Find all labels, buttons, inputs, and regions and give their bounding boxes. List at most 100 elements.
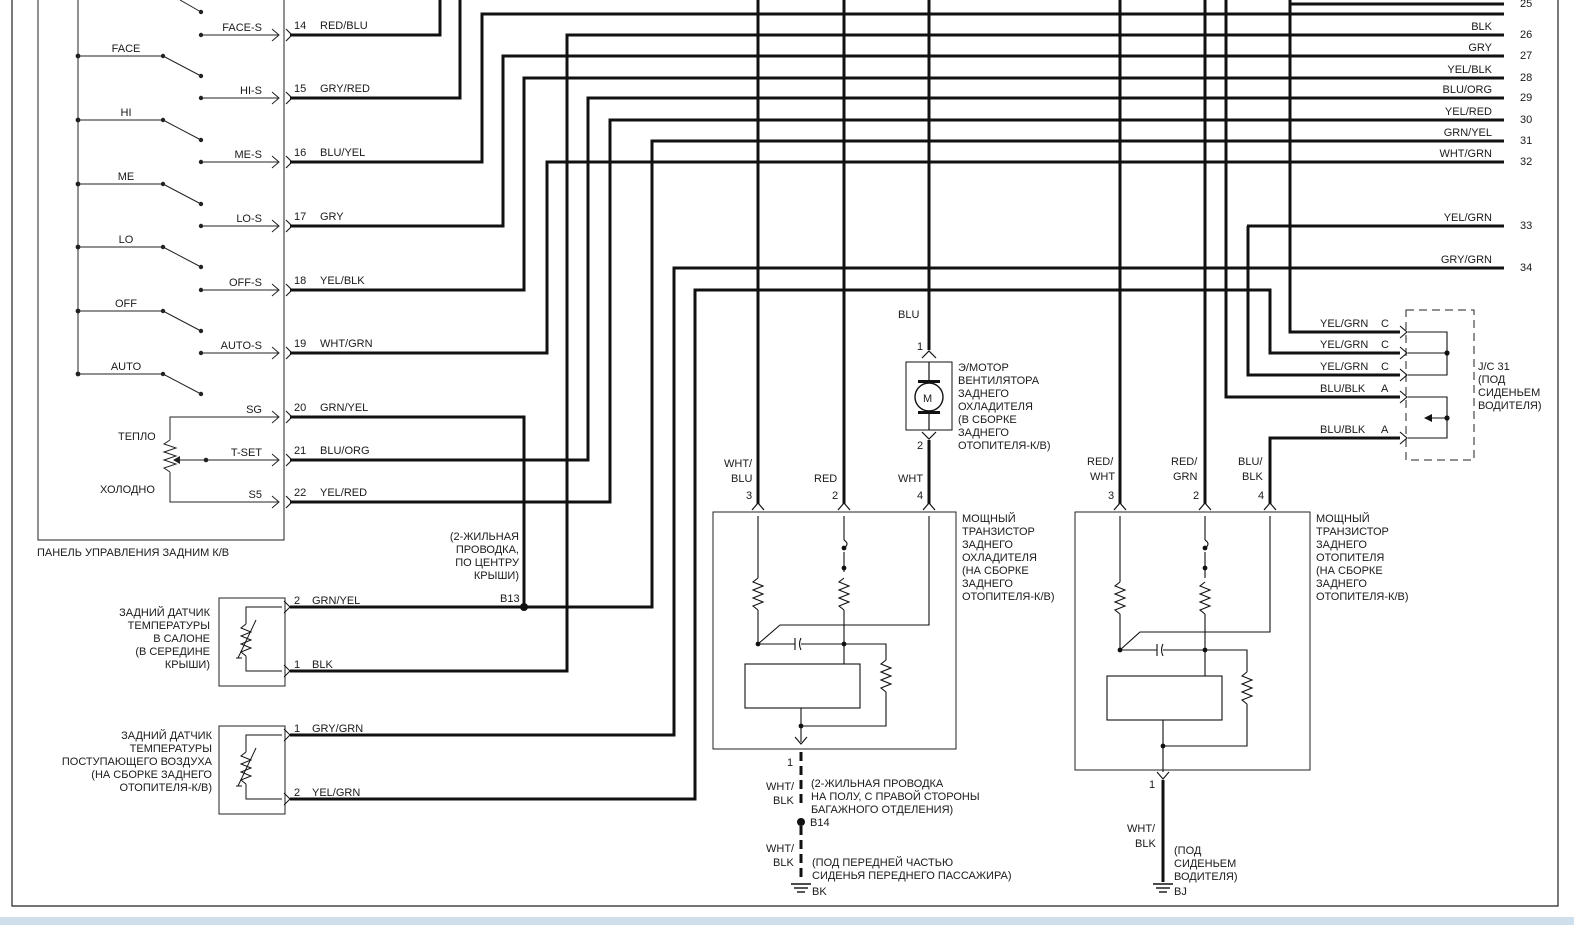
svg-text:GRN/YEL: GRN/YEL (312, 595, 360, 607)
jc31-pin: C (1381, 339, 1389, 351)
cabin-sensor-label-line: ТЕМПЕРАТУРЫ (128, 620, 210, 632)
jc31-pin: C (1381, 318, 1389, 330)
wire-color: YEL/RED (320, 487, 367, 499)
intake-sensor-label-line: ОТОПИТЕЛЯ-К/В) (120, 782, 213, 794)
transistor2-label-line: ОТОПИТЕЛЯ (1316, 552, 1384, 564)
rear-heater-power-transistor: RED/ WHT 3 RED/ GRN 2 BLU/ BLK 4 МОЩНЫЙТ… (1074, 456, 1409, 780)
intake-sensor-label-line: ЗАДНИЙ ДАТЧИК (121, 729, 212, 742)
splice-b14-label: B14 (810, 817, 830, 829)
wire-number: 33 (1520, 220, 1532, 232)
wire-color: YEL/GRN (1320, 361, 1368, 373)
transistor1-label-line: ТРАНЗИСТОР (962, 526, 1035, 538)
wire-color: GRN/YEL (320, 402, 368, 414)
driver-seat-note-line: СИДЕНЬЕМ (1174, 858, 1236, 870)
wire-color: BLU/BLK (1320, 424, 1366, 436)
wire-number: 31 (1520, 135, 1532, 147)
pin-name: S5 (249, 489, 262, 501)
transistor1-label-line: ОТОПИТЕЛЯ-К/В) (962, 591, 1055, 603)
motor-label-line: ВЕНТИЛЯТОРА (958, 375, 1040, 387)
cold-label: ХОЛОДНО (100, 484, 155, 496)
switch-hi: HI (75, 107, 204, 143)
cabin-sensor-label-line: КРЫШИ) (165, 659, 210, 671)
wire-color: GRY/GRN (1441, 254, 1492, 266)
pin-number: 21 (294, 445, 306, 457)
motor-symbol: M (923, 393, 932, 405)
floor-note-line: НА ПОЛУ, С ПРАВОЙ СТОРОНЫ (811, 790, 980, 803)
pin-number: 19 (294, 338, 306, 350)
svg-text:BLK: BLK (312, 659, 333, 671)
svg-text:1: 1 (294, 659, 300, 671)
wire-color: GRN/YEL (1444, 127, 1492, 139)
pin-name: ME-S (235, 149, 263, 161)
wire-color: GRY (1468, 42, 1492, 54)
wire-color: WHT/GRN (320, 338, 373, 350)
pin-name: SG (246, 404, 262, 416)
motor-label-line: Э/МОТОР (958, 362, 1009, 374)
jc31-label-line: СИДЕНЬЕМ (1478, 387, 1540, 399)
transistor1-label-line: ЗАДНЕГО (962, 539, 1013, 551)
wire-34: GRY/GRN 34 (1441, 254, 1532, 274)
svg-text:RED/: RED/ (1087, 456, 1114, 468)
passenger-seat-note-line: СИДЕНЬЯ ПЕРЕДНЕГО ПАССАЖИРА) (812, 870, 1012, 882)
pin-number: 17 (294, 211, 306, 223)
ground-bk-label: BK (812, 886, 827, 898)
panel-title: ПАНЕЛЬ УПРАВЛЕНИЯ ЗАДНИМ К/В (37, 547, 229, 559)
splice-note-line: (2-ЖИЛЬНАЯ (450, 531, 519, 543)
jc31-pin: A (1381, 383, 1389, 395)
pin-number: 22 (294, 487, 306, 499)
wire-color: GRY/RED (320, 83, 370, 95)
pin-name: LO-S (236, 213, 262, 225)
wire-27: GRY 27 (1468, 42, 1532, 62)
pin-number: 16 (294, 147, 306, 159)
driver-seat-note-line: ВОДИТЕЛЯ) (1174, 871, 1238, 883)
switch-label: ME (118, 171, 135, 183)
jc31-label-line: (ПОД (1478, 374, 1506, 386)
right-wire-labels: BLU/YEL25BLK26GRY27YEL/BLK28BLU/ORG29YEL… (1439, 0, 1532, 274)
transistor1-label-line: ОХЛАДИТЕЛЯ (962, 552, 1037, 564)
panel-output-wires (290, 0, 1504, 801)
svg-text:BLK: BLK (773, 795, 794, 807)
bottom-strip (0, 917, 1574, 925)
wire-number: 34 (1520, 262, 1532, 274)
transistor1-label-line: (НА СБОРКЕ (962, 565, 1029, 577)
cabin-temp-sensor: 2 GRN/YEL 1 BLK ЗАДНИЙ ДАТЧИКТЕМПЕРАТУРЫ… (119, 595, 360, 687)
switch-label: HI (121, 107, 132, 119)
svg-text:3: 3 (746, 490, 752, 502)
switch-label: LO (119, 234, 134, 246)
intake-air-temp-sensor: 1 GRY/GRN 2 YEL/GRN ЗАДНИЙ ДАТЧИКТЕМПЕРА… (62, 723, 363, 815)
svg-text:1: 1 (787, 757, 793, 769)
switch-face: FACE (75, 43, 204, 79)
svg-text:GRN: GRN (1173, 471, 1198, 483)
intake-sensor-label-line: ПОСТУПАЮЩЕГО ВОЗДУХА (62, 756, 213, 768)
switch-label: OFF (115, 298, 137, 310)
switch-me: ME (75, 171, 204, 207)
wire-color: RED/BLU (320, 20, 368, 32)
transistor1-label-line: МОЩНЫЙ (962, 512, 1016, 525)
jc31-pin: A (1381, 424, 1389, 436)
wire-number: 26 (1520, 29, 1532, 41)
wire-number: 32 (1520, 156, 1532, 168)
svg-text:BLU: BLU (731, 473, 752, 485)
svg-text:3: 3 (1108, 490, 1114, 502)
rear-ac-control-panel: ПАНЕЛЬ УПРАВЛЕНИЯ ЗАДНИМ К/В FACE HI ME LO O… (37, 0, 373, 559)
wire-number: 27 (1520, 50, 1532, 62)
intake-sensor-label-line: ТЕМПЕРАТУРЫ (130, 743, 212, 755)
svg-text:2: 2 (1193, 490, 1199, 502)
transistor2-label-line: МОЩНЫЙ (1316, 512, 1370, 525)
svg-text:1: 1 (294, 723, 300, 735)
svg-text:WHT/: WHT/ (766, 843, 795, 855)
motor-label-line: ЗАДНЕГО (958, 427, 1009, 439)
floor-note-line: (2-ЖИЛЬНАЯ ПРОВОДКА (811, 778, 944, 790)
